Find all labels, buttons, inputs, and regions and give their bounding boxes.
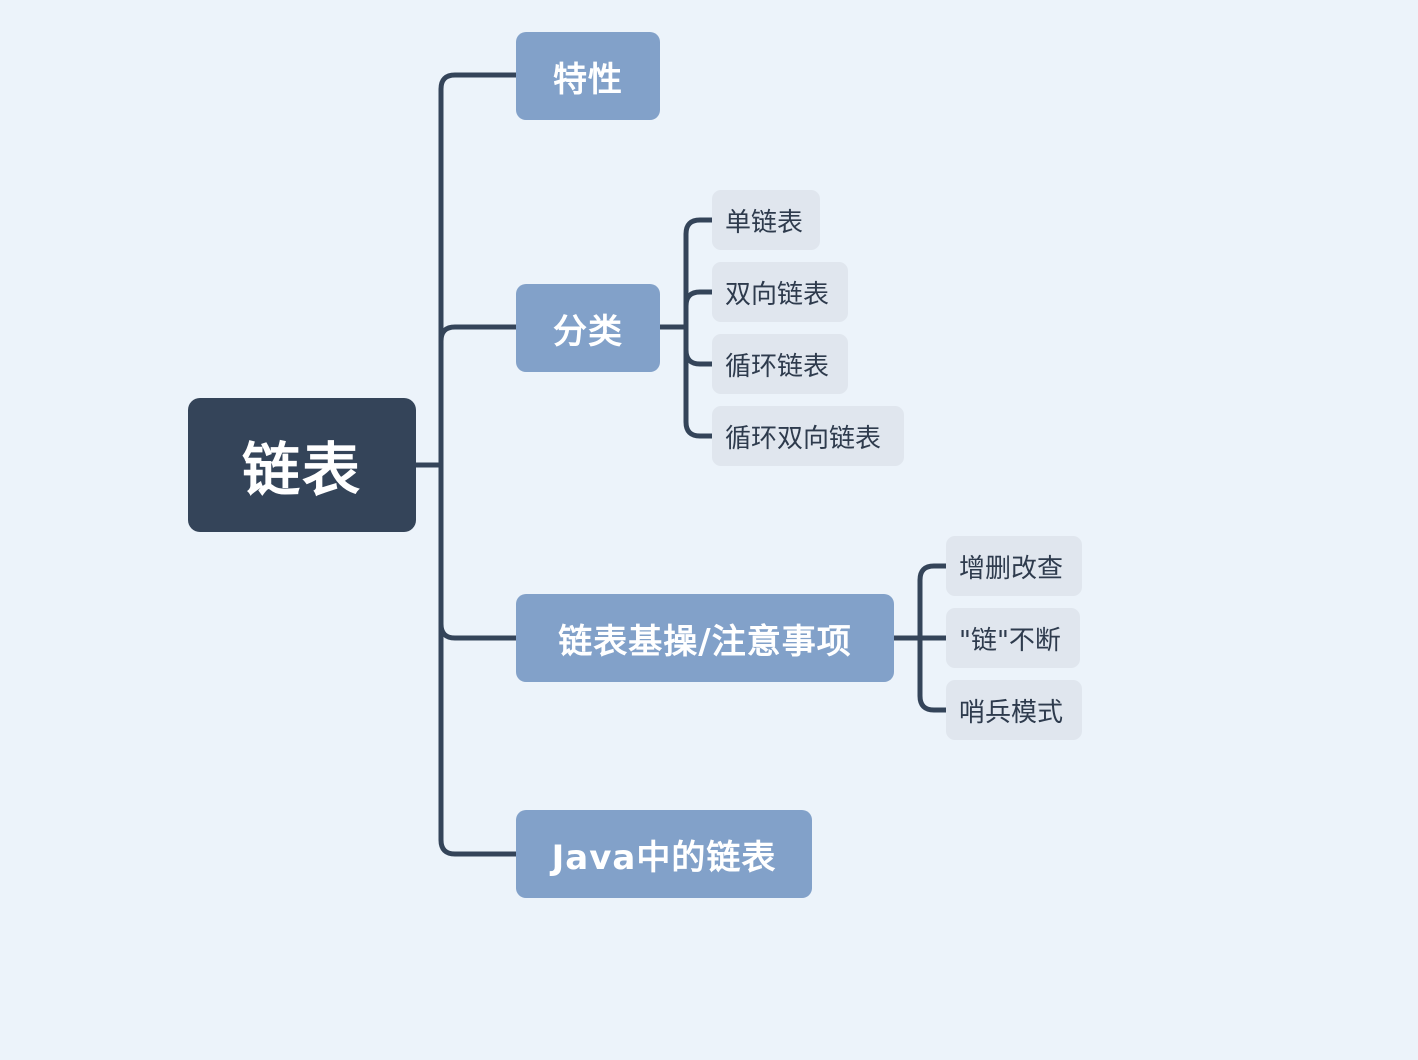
connector-root-classification: [438, 324, 519, 344]
leaf-node-circular-linked-list[interactable]: 循环链表: [712, 334, 848, 394]
leaf-node-sentinel-mode[interactable]: 哨兵模式: [946, 680, 1082, 740]
connector-operations-trunk: [917, 563, 949, 713]
leaf-node-singly-linked-list[interactable]: 单链表: [712, 190, 820, 250]
branch-node-java-linked-list[interactable]: Java中的链表: [516, 810, 812, 898]
branch-node-operations[interactable]: 链表基操/注意事项: [516, 594, 894, 682]
leaf-node-crud[interactable]: 增删改查: [946, 536, 1082, 596]
leaf-node-circular-doubly-linked-list[interactable]: 循环双向链表: [712, 406, 904, 466]
connector-root-trunk: [438, 72, 519, 857]
leaf-node-chain-unbroken[interactable]: "链"不断: [946, 608, 1080, 668]
connector-root-operations: [438, 621, 519, 641]
branch-node-characteristics[interactable]: 特性: [516, 32, 660, 120]
branch-node-classification[interactable]: 分类: [516, 284, 660, 372]
connector-classification-child3: [683, 347, 715, 367]
leaf-node-doubly-linked-list[interactable]: 双向链表: [712, 262, 848, 322]
root-node[interactable]: 链表: [188, 398, 416, 532]
connector-classification-trunk: [683, 217, 715, 439]
connector-classification-child2: [683, 289, 715, 309]
